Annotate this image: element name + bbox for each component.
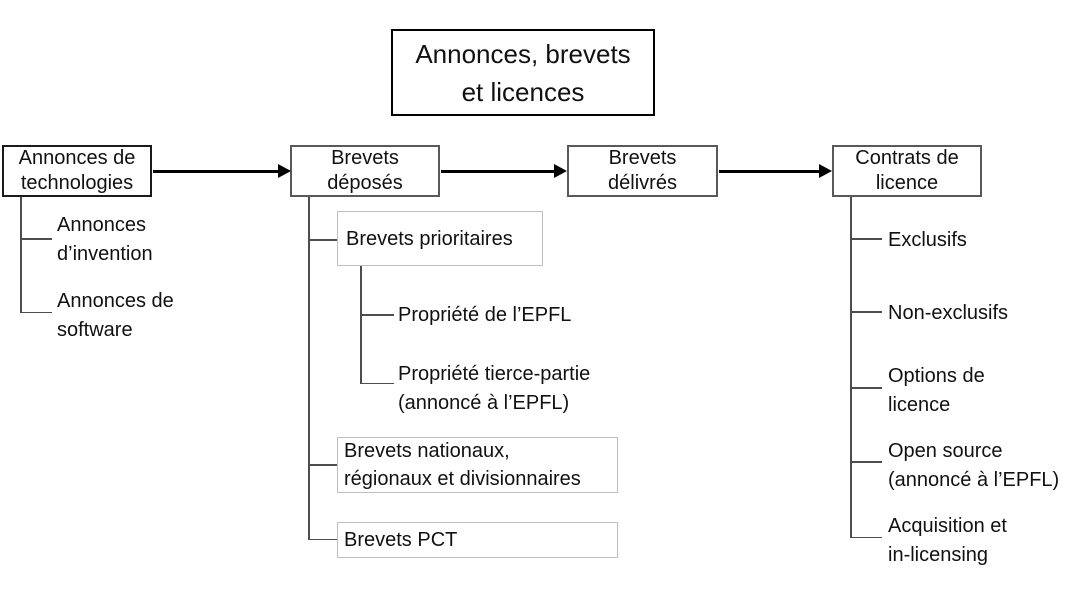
tree-item-propriete-tierce: Propriété tierce-partie (annoncé à l’EPF… xyxy=(398,363,591,414)
contrats-tree-tick-options xyxy=(851,387,882,389)
annonces-tree-stem xyxy=(20,197,22,313)
flow-node-label: Contrats de licence xyxy=(855,147,959,194)
brevets-tree-stem xyxy=(308,197,310,540)
flow-arrow-2-head-icon xyxy=(554,164,567,178)
flow-node-brevets-delivres: Brevets délivrés xyxy=(567,145,718,197)
prioritaires-sub-stem xyxy=(360,266,362,384)
tree-item-open-source: Open source (annoncé à l’EPFL) xyxy=(888,440,1060,491)
tree-item-acquisition: Acquisition et in-licensing xyxy=(888,515,1007,566)
tree-box-brevets-prioritaires: Brevets prioritaires xyxy=(337,211,543,266)
flow-arrow-3-line xyxy=(719,170,819,173)
flow-arrow-1-head-icon xyxy=(278,164,291,178)
flow-node-label: Brevets déposés xyxy=(327,147,403,194)
flow-arrow-3-head-icon xyxy=(819,164,832,178)
tree-item-options-licence: Options de licence xyxy=(888,365,985,416)
contrats-tree-tick-acquisition xyxy=(851,536,882,538)
brevets-tree-tick-prioritaires xyxy=(309,239,337,241)
diagram-title: Annonces, brevets et licences xyxy=(415,38,631,107)
tree-item-propriete-epfl: Propriété de l’EPFL xyxy=(398,304,572,326)
flow-arrow-1-line xyxy=(153,170,278,173)
flow-node-label: Annonces de technologies xyxy=(18,147,136,194)
tree-item-annonces-software: Annonces de software xyxy=(57,290,174,341)
tree-item-exclusifs: Exclusifs xyxy=(888,229,967,251)
tree-box-label: Brevets prioritaires xyxy=(346,227,513,250)
flow-node-contrats-licence: Contrats de licence xyxy=(832,145,982,197)
tree-box-brevets-nationaux: Brevets nationaux, régionaux et division… xyxy=(337,437,618,493)
contrats-tree-tick-non-exclusifs xyxy=(851,311,882,313)
tree-box-brevets-pct: Brevets PCT xyxy=(337,522,618,558)
annonces-tree-tick-invention xyxy=(21,238,52,240)
contrats-tree-tick-open-source xyxy=(851,461,882,463)
tree-item-annonces-invention: Annonces d’invention xyxy=(57,214,153,265)
contrats-tree-tick-exclusifs xyxy=(851,238,882,240)
flow-node-label: Brevets délivrés xyxy=(608,147,677,194)
tree-item-non-exclusifs: Non-exclusifs xyxy=(888,302,1009,324)
flow-node-annonces-technologies: Annonces de technologies xyxy=(2,145,152,197)
contrats-tree-stem xyxy=(850,197,852,538)
annonces-tree-tick-software xyxy=(21,311,52,313)
flow-node-brevets-deposes: Brevets déposés xyxy=(290,145,440,197)
prioritaires-tick-epfl xyxy=(361,314,394,316)
tree-box-label: Brevets nationaux, régionaux et division… xyxy=(344,440,581,490)
tree-box-label: Brevets PCT xyxy=(344,529,458,551)
diagram-title-box: Annonces, brevets et licences xyxy=(391,29,655,116)
brevets-tree-tick-pct xyxy=(309,538,337,540)
prioritaires-tick-tierce xyxy=(361,382,394,384)
brevets-tree-tick-nationaux xyxy=(309,464,337,466)
flow-arrow-2-line xyxy=(441,170,554,173)
